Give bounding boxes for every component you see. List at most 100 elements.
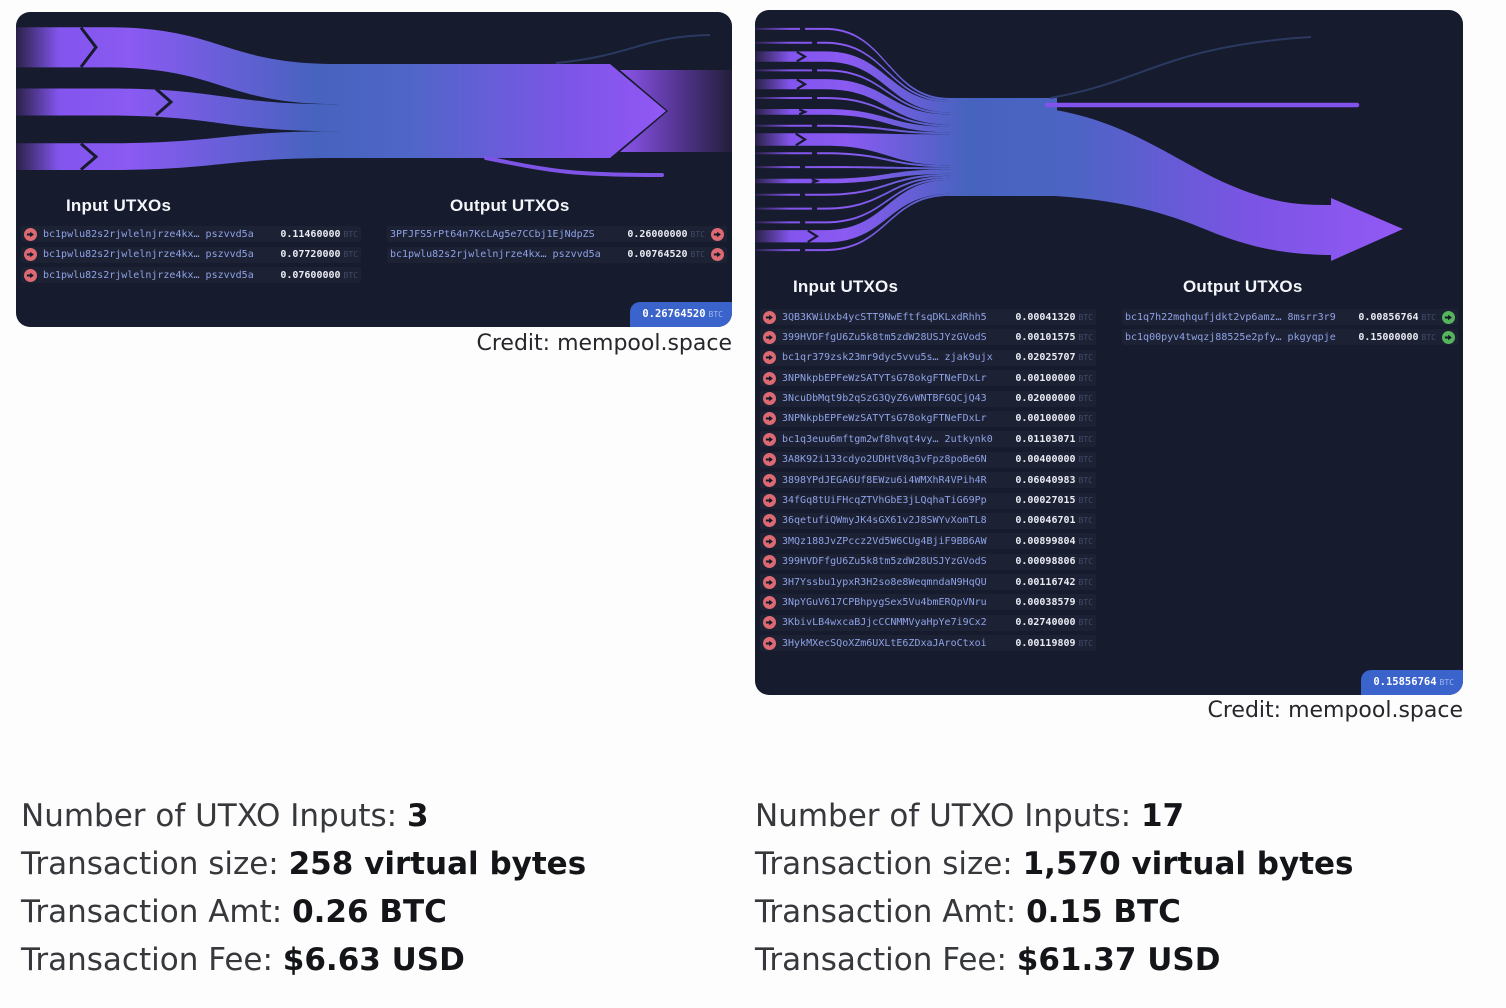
utxo-unit: BTC [1078,597,1093,607]
utxo-unit: BTC [1078,618,1093,628]
utxo-address[interactable]: 3NPNkpbEPFeWzSATYTsG78okgFTNeFDxLr [782,372,987,384]
input-arrow-icon[interactable] [763,371,776,385]
utxo-unit: BTC [343,270,358,280]
utxo-amount: 0.00856764 [1358,311,1419,323]
utxo-lists-left: bc1pwlu82s2rjwlelnjrze4kx… pszvvd5a 0.11… [16,226,732,288]
utxo-address[interactable]: bc1q3euu6mftgm2wf8hvqt4vy… 2utkynk0 [782,433,993,445]
input-arrow-icon[interactable] [763,310,776,324]
input-utxo-row: 3HykMXecSQoXZm6UXLtE6ZDxaJAroCtxoi 0.001… [760,635,1096,651]
flow-output-tail [620,70,732,152]
utxo-amount: 0.00046701 [1015,515,1076,527]
input-arrow-icon[interactable] [763,453,776,467]
input-arrow-icon[interactable] [763,432,776,446]
output-utxo-row: 3PFJFS5rPt64n7KcLAg5e7CCbj1EjNdpZS 0.260… [387,226,727,242]
summary-value: $6.63 USD [282,942,465,978]
input-utxo-row: 3NPNkpbEPFeWzSATYTsG78okgFTNeFDxLr 0.001… [760,370,1096,386]
utxo-amount: 0.00899804 [1015,535,1076,547]
utxo-address[interactable]: bc1pwlu82s2rjwlelnjrze4kx… pszvvd5a [43,269,254,281]
input-arrow-icon[interactable] [763,392,776,406]
output-utxo-list: bc1q7h22mqhqufjdkt2vp6amz… 8msrr3r9 0.00… [1122,309,1458,656]
utxo-address[interactable]: 399HVDFfgU6Zu5k8tm5zdW28USJYzGVodS [782,556,987,568]
utxo-unit: BTC [343,250,358,260]
utxo-address[interactable]: bc1pwlu82s2rjwlelnjrze4kx… pszvvd5a [43,228,254,240]
summary-label: Transaction Amt: [21,894,293,930]
utxo-address[interactable]: 3NPNkpbEPFeWzSATYTsG78okgFTNeFDxLr [782,413,987,425]
input-utxos-header: Input UTXOs [793,277,899,296]
utxo-address[interactable]: 3QB3KWiUxb4ycSTT9NwEftfsqDKLxdRhh5 [782,311,987,323]
utxo-address[interactable]: 399HVDFfgU6Zu5k8tm5zdW28USJYzGVodS [782,331,987,343]
utxo-unit: BTC [1421,312,1436,322]
input-arrow-icon[interactable] [763,616,776,630]
utxo-address[interactable]: 3898YPdJEGA6Uf8EWzu6i4WMXhR4VPih4R [782,474,987,486]
utxo-address[interactable]: 3NcuDbMqt9b2qSzG3QyZ6vWNTBFGQCjQ43 [782,393,987,405]
input-arrow-icon[interactable] [24,248,37,262]
utxo-address[interactable]: bc1q00pyv4twqzj88525e2pfy… pkgyqpje [1125,331,1336,343]
input-utxo-row: 3MQz188JvZPccz2Vd5W6CUg4BjiF9BB6AW 0.008… [760,533,1096,549]
output-utxo-row: bc1pwlu82s2rjwlelnjrze4kx… pszvvd5a 0.00… [387,247,727,263]
input-arrow-icon[interactable] [763,494,776,508]
summary-line: Number of UTXO Inputs: 3 [21,792,586,840]
input-utxo-row: bc1pwlu82s2rjwlelnjrze4kx… pszvvd5a 0.07… [21,247,361,263]
output-utxos-header: Output UTXOs [450,196,570,215]
input-arrow-icon[interactable] [763,595,776,609]
summary-line: Transaction size: 258 virtual bytes [21,840,586,888]
output-arrow-icon[interactable] [711,227,724,241]
utxo-amount: 0.26000000 [627,228,688,240]
utxo-amount: 0.02025707 [1015,352,1076,364]
summary-value: 3 [406,798,429,834]
utxo-address[interactable]: 34fGq8tUiFHcqZTVhGbE3jLQqhaTiG69Pp [782,495,987,507]
input-utxo-row: 3NPNkpbEPFeWzSATYTsG78okgFTNeFDxLr 0.001… [760,411,1096,427]
utxo-address[interactable]: 3A8K92i133cdyo2UDHtV8q3vFpz8poBe6N [782,454,987,466]
input-utxos-header: Input UTXOs [66,196,172,215]
input-arrow-icon[interactable] [763,555,776,569]
utxo-address[interactable]: bc1pwlu82s2rjwlelnjrze4kx… pszvvd5a [43,249,254,261]
summary-label: Transaction size: [21,846,289,882]
utxo-unit: BTC [690,229,705,239]
total-unit: BTC [708,310,723,319]
input-utxo-row: 3KbivLB4wxcaBJjcCCNMMVyaHpYe7i9Cx2 0.027… [760,615,1096,631]
utxo-unit: BTC [1078,516,1093,526]
flow-center-output-band [338,64,666,158]
summary-value: 1,570 virtual bytes [1022,846,1354,882]
utxo-address[interactable]: 36qetufiQWmyJK4sGX61v2J8SWYvXomTL8 [782,515,987,527]
summary-right: Number of UTXO Inputs: 17 Transaction si… [755,792,1354,984]
summary-value: 17 [1140,798,1185,834]
flow-output-arrowhead [1331,198,1403,261]
input-arrow-icon[interactable] [24,227,37,241]
utxo-address[interactable]: 3MQz188JvZPccz2Vd5W6CUg4BjiF9BB6AW [782,535,987,547]
utxo-unit: BTC [1078,353,1093,363]
input-arrow-icon[interactable] [763,473,776,487]
utxo-address[interactable]: bc1qr379zsk23mr9dyc5vvu5s… zjak9ujx [782,352,993,364]
utxo-address[interactable]: bc1pwlu82s2rjwlelnjrze4kx… pszvvd5a [390,249,601,261]
input-arrow-icon[interactable] [763,330,776,344]
input-arrow-icon[interactable] [763,575,776,589]
utxo-unit: BTC [1078,455,1093,465]
input-arrow-icon[interactable] [24,268,37,282]
input-arrow-icon[interactable] [763,534,776,548]
output-arrow-icon[interactable] [711,248,724,262]
summary-line: Transaction Amt: 0.15 BTC [755,888,1354,936]
utxo-address[interactable]: 3H7Yssbu1ypxR3H2so8e8WeqmndaN9HqQU [782,576,987,588]
summary-value: 258 virtual bytes [288,846,587,882]
output-utxo-row: bc1q7h22mqhqufjdkt2vp6amz… 8msrr3r9 0.00… [1122,309,1458,325]
output-arrow-icon[interactable] [1442,330,1455,344]
utxo-address[interactable]: bc1q7h22mqhqufjdkt2vp6amz… 8msrr3r9 [1125,311,1336,323]
output-arrow-icon[interactable] [1442,310,1455,324]
input-utxo-row: 399HVDFfgU6Zu5k8tm5zdW28USJYzGVodS 0.001… [760,329,1096,345]
utxo-amount: 0.00038579 [1015,596,1076,608]
total-amount: 0.26764520 [642,308,706,320]
input-arrow-icon[interactable] [763,636,776,650]
input-arrow-icon[interactable] [763,412,776,426]
transaction-panel-left: Input UTXOs Output UTXOs bc1pwlu82s2rjwl… [16,12,732,327]
utxo-unit: BTC [1078,414,1093,424]
input-arrow-icon[interactable] [763,351,776,365]
utxo-address[interactable]: 3KbivLB4wxcaBJjcCCNMMVyaHpYe7i9Cx2 [782,617,987,629]
utxo-address[interactable]: 3NpYGuV617CPBhpygSex5Vu4bmERQpVNru [782,596,987,608]
utxo-unit: BTC [343,229,358,239]
input-arrow-icon[interactable] [763,514,776,528]
utxo-address[interactable]: 3PFJFS5rPt64n7KcLAg5e7CCbj1EjNdpZS [390,228,595,240]
utxo-unit: BTC [1078,557,1093,567]
utxo-address[interactable]: 3HykMXecSQoXZm6UXLtE6ZDxaJAroCtxoi [782,637,987,649]
